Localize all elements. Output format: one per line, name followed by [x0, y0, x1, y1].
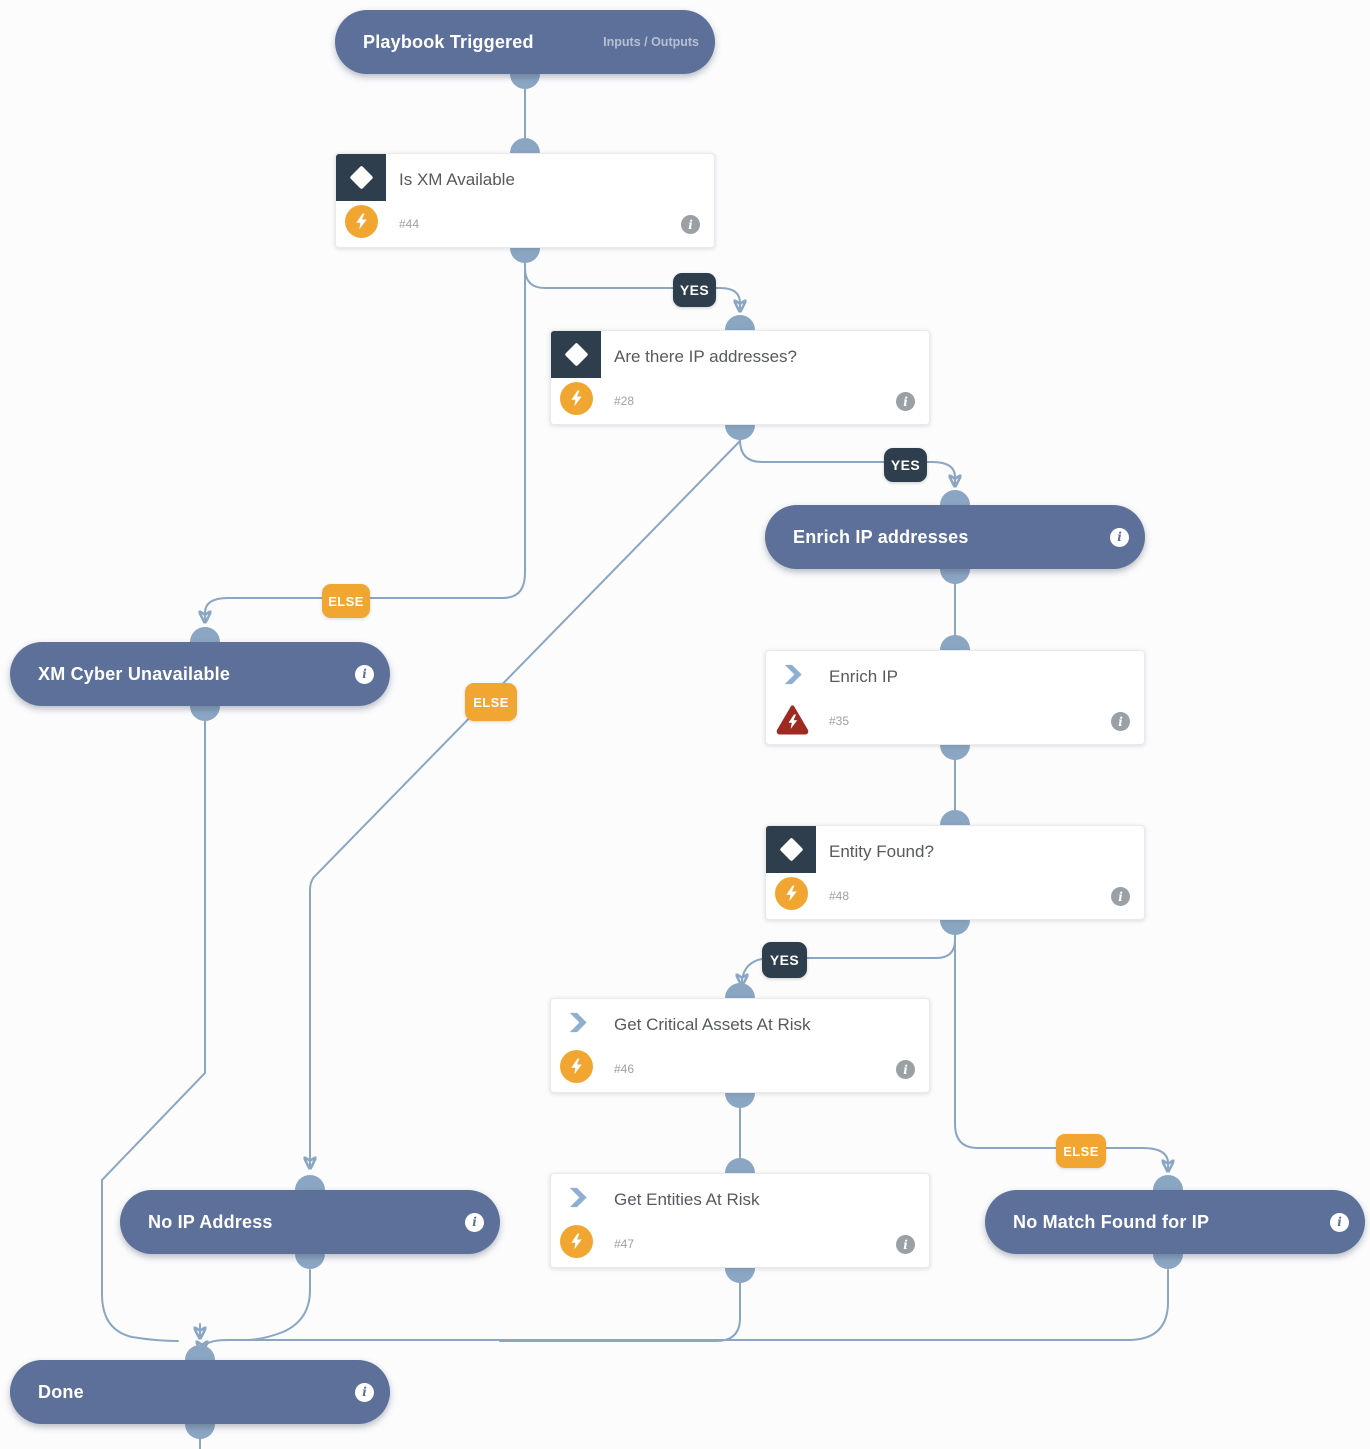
- connector-nub: [510, 248, 540, 263]
- task-id: #35: [829, 714, 850, 728]
- connector-nub: [725, 315, 755, 330]
- subplaybook-icon: [569, 1187, 587, 1208]
- automation-icon: [560, 382, 593, 415]
- connector-nub: [1153, 1254, 1183, 1269]
- node-get-critical-assets-at-risk[interactable]: Get Critical Assets At Risk #46 i: [550, 998, 930, 1093]
- info-icon[interactable]: i: [681, 215, 700, 234]
- edge-label-yes: YES: [884, 448, 927, 482]
- node-playbook-triggered[interactable]: Playbook Triggered Inputs / Outputs: [335, 10, 715, 74]
- connector-nub: [295, 1254, 325, 1269]
- subplaybook-icon: [569, 1012, 587, 1033]
- connector-nub: [940, 810, 970, 825]
- info-icon[interactable]: i: [896, 1060, 915, 1079]
- error-icon: [776, 705, 809, 735]
- node-done[interactable]: Done i: [10, 1360, 390, 1424]
- connector-nub: [725, 1158, 755, 1173]
- node-no-match-found-for-ip[interactable]: No Match Found for IP i: [985, 1190, 1365, 1254]
- node-title: Get Critical Assets At Risk: [614, 1015, 811, 1034]
- info-icon[interactable]: i: [896, 1235, 915, 1254]
- node-title: Entity Found?: [829, 842, 934, 861]
- node-title: Is XM Available: [399, 170, 515, 189]
- node-are-there-ip-addresses[interactable]: Are there IP addresses? #28 i: [550, 330, 930, 425]
- condition-icon: [336, 154, 386, 201]
- task-id: #46: [614, 1062, 635, 1076]
- connector-nub: [185, 1424, 215, 1439]
- info-icon[interactable]: i: [1111, 712, 1130, 731]
- info-icon[interactable]: i: [1111, 887, 1130, 906]
- info-icon[interactable]: i: [1110, 527, 1129, 547]
- condition-icon: [551, 331, 601, 378]
- edge-label-else: ELSE: [465, 683, 517, 721]
- connector-nub: [190, 706, 220, 721]
- connector-nub: [1153, 1175, 1183, 1190]
- connector-nub: [725, 1093, 755, 1108]
- automation-icon: [560, 1225, 593, 1258]
- inputs-outputs-link[interactable]: Inputs / Outputs: [603, 35, 699, 49]
- connector-nub: [725, 1268, 755, 1283]
- node-title: No IP Address: [148, 1211, 273, 1232]
- node-no-ip-address[interactable]: No IP Address i: [120, 1190, 500, 1254]
- automation-icon: [345, 205, 378, 238]
- info-icon[interactable]: i: [896, 392, 915, 411]
- automation-icon: [560, 1050, 593, 1083]
- info-icon[interactable]: i: [1330, 1212, 1349, 1232]
- node-title: No Match Found for IP: [1013, 1211, 1210, 1232]
- connector-nub: [940, 920, 970, 935]
- node-title: Enrich IP addresses: [793, 526, 969, 547]
- connector-nub: [940, 569, 970, 584]
- node-title: Get Entities At Risk: [614, 1190, 760, 1209]
- info-icon[interactable]: i: [355, 664, 374, 684]
- connector-nub: [510, 138, 540, 153]
- info-icon[interactable]: i: [465, 1212, 484, 1232]
- condition-icon: [766, 826, 816, 873]
- connector-nub: [725, 425, 755, 440]
- connector-nub: [295, 1175, 325, 1190]
- connector-nub: [940, 635, 970, 650]
- node-is-xm-available[interactable]: Is XM Available #44 i: [335, 153, 715, 248]
- node-title: Enrich IP: [829, 667, 898, 686]
- node-enrich-ip-addresses[interactable]: Enrich IP addresses i: [765, 505, 1145, 569]
- info-icon[interactable]: i: [355, 1382, 374, 1402]
- node-title: XM Cyber Unavailable: [38, 663, 231, 684]
- task-id: #44: [399, 217, 420, 231]
- node-title: Playbook Triggered: [363, 31, 534, 52]
- edge-label-yes: YES: [762, 942, 807, 978]
- node-entity-found[interactable]: Entity Found? #48 i: [765, 825, 1145, 920]
- task-id: #28: [614, 394, 635, 408]
- node-title: Done: [38, 1381, 84, 1402]
- connector-nub: [185, 1345, 215, 1360]
- edge-label-else: ELSE: [322, 584, 370, 618]
- node-xm-cyber-unavailable[interactable]: XM Cyber Unavailable i: [10, 642, 390, 706]
- task-id: #48: [829, 889, 850, 903]
- edge-label-else: ELSE: [1056, 1134, 1106, 1168]
- node-get-entities-at-risk[interactable]: Get Entities At Risk #47 i: [550, 1173, 930, 1268]
- automation-icon: [775, 877, 808, 910]
- node-title: Are there IP addresses?: [614, 347, 798, 366]
- connector-nub: [940, 490, 970, 505]
- node-enrich-ip[interactable]: Enrich IP #35 i: [765, 650, 1145, 745]
- connector-nub: [940, 745, 970, 760]
- task-id: #47: [614, 1237, 635, 1251]
- connector-nub: [725, 983, 755, 998]
- connector-nub: [510, 74, 540, 89]
- connector-nub: [190, 627, 220, 642]
- subplaybook-icon: [784, 664, 802, 685]
- edge-label-yes: YES: [673, 273, 716, 307]
